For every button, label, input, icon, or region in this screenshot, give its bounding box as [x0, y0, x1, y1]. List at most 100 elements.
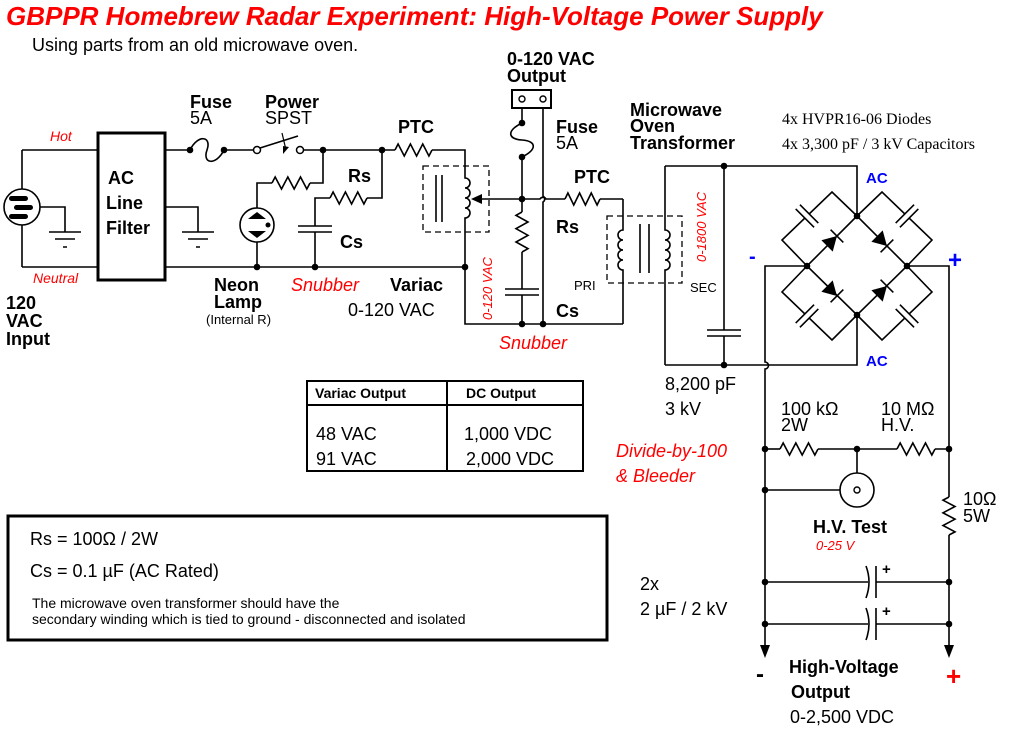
variac-output-voltage: 0-120 VAC — [480, 257, 495, 320]
junction-dot — [311, 263, 319, 271]
switch-type: SPST — [265, 108, 312, 128]
transformer-label-2: Oven — [630, 116, 675, 136]
junction-dot — [903, 262, 911, 270]
outlet-icon — [3, 188, 41, 226]
junction-dot — [761, 445, 769, 453]
junction-dot — [945, 620, 953, 628]
snubber1-label: Snubber — [291, 275, 360, 295]
fuse1-rating: 5A — [190, 108, 212, 128]
aux-output-terminal[interactable] — [511, 89, 552, 109]
caps-note: 4x 3,300 pF / 3 kV Capacitors — [782, 136, 975, 153]
diode-icon — [871, 279, 894, 302]
fuse2-icon — [509, 122, 535, 158]
r2-resistor — [896, 441, 936, 457]
cs2-capacitor — [505, 288, 539, 296]
components — [3, 89, 875, 642]
diodes-note: 4x HVPR16-06 Diodes — [782, 111, 931, 128]
minus-output-arrow — [760, 645, 770, 658]
hv-output-label-2: Output — [791, 682, 850, 702]
neon-label-2: Lamp — [214, 292, 262, 312]
r3-power: 5W — [963, 506, 990, 526]
hv-test-meter-icon[interactable] — [839, 472, 875, 508]
cs2-label: Cs — [556, 301, 579, 321]
ptc1-resistor — [394, 142, 433, 158]
note-rs: Rs = 100Ω / 2W — [30, 529, 158, 549]
diode-bar — [830, 229, 844, 243]
divider-label-2: & Bleeder — [616, 466, 696, 486]
variac-range: 0-120 VAC — [348, 300, 435, 320]
transformer-label-1: Microwave — [630, 100, 722, 120]
notes-box — [6, 514, 609, 642]
variac-coil — [464, 170, 471, 222]
junction-dot — [518, 195, 526, 203]
wire — [665, 165, 858, 366]
hv-test-range: 0-25 V — [816, 538, 856, 553]
junction-dot — [518, 119, 526, 127]
sec-label: SEC — [690, 280, 717, 295]
primary-coil — [617, 199, 624, 324]
sec-voltage-label: 0-1800 VAC — [694, 191, 709, 262]
plus-output-arrow — [944, 645, 954, 658]
ptc2-resistor — [564, 191, 601, 207]
table-header-dc: DC Output — [466, 385, 536, 401]
diode-bar — [880, 279, 894, 293]
junction-dot — [945, 578, 953, 586]
junction-dot — [853, 311, 861, 319]
junction-dot — [761, 578, 769, 586]
note-line-2: secondary winding which is tied to groun… — [32, 611, 466, 627]
table-header-variac: Variac Output — [315, 385, 406, 401]
ptc1-label: PTC — [398, 117, 434, 137]
bridge-plus: + — [948, 247, 962, 274]
fuse1-icon — [189, 137, 225, 163]
diode-icon — [821, 229, 844, 252]
diode-bar — [880, 239, 894, 253]
hv-output-label-1: High-Voltage — [789, 657, 899, 677]
junction-dot — [853, 212, 861, 220]
filter-capacitor — [865, 565, 877, 599]
junction-dot — [186, 146, 194, 154]
ptc2-label: PTC — [574, 167, 610, 187]
cap-plates — [795, 204, 819, 228]
fuse2-name: Fuse — [556, 117, 598, 137]
diode-bar — [830, 289, 844, 303]
junction-dot — [220, 146, 228, 154]
bridge-minus: - — [749, 246, 756, 268]
note-line-1: The microwave oven transformer should ha… — [32, 595, 340, 611]
diode-triangle — [821, 280, 837, 296]
r1-value: 100 kΩ — [781, 399, 839, 419]
neon-lamp-icon — [239, 207, 275, 243]
wire — [432, 149, 466, 170]
transformer-label-3: Transformer — [630, 133, 735, 153]
rs2-label: Rs — [556, 217, 579, 237]
variac-name: Variac — [390, 275, 443, 295]
filter-capacitor — [865, 607, 877, 641]
wire — [40, 206, 66, 232]
junction-dot — [518, 153, 526, 161]
input-label-3: Input — [6, 329, 50, 349]
cs1-capacitor — [298, 225, 332, 233]
hv-test-label: H.V. Test — [813, 517, 887, 537]
hot-label: Hot — [50, 128, 73, 144]
rs1-label: Rs — [348, 166, 371, 186]
wire — [805, 214, 909, 317]
variac-enclosure — [422, 165, 490, 233]
input-label-2: VAC — [6, 311, 43, 331]
cap-plates — [895, 304, 919, 328]
diode-triangle — [871, 230, 887, 246]
ac-line-filter — [96, 131, 167, 282]
switch-name: Power — [265, 92, 319, 112]
input-label-1: 120 — [6, 293, 36, 313]
table-cell: 1,000 VDC — [464, 424, 552, 444]
filter-cap2-plus: + — [882, 603, 891, 620]
table-cell: 48 VAC — [316, 424, 377, 444]
junction-dot — [720, 361, 728, 369]
cs1-label: Cs — [340, 232, 363, 252]
r3-value: 10Ω — [963, 489, 996, 509]
wire — [521, 102, 546, 324]
wire — [165, 206, 199, 232]
filter-label-1: AC — [108, 168, 134, 188]
junction-dot — [945, 445, 953, 453]
wire — [310, 150, 324, 184]
aux-output-label-1: 0-120 VAC — [507, 49, 595, 69]
